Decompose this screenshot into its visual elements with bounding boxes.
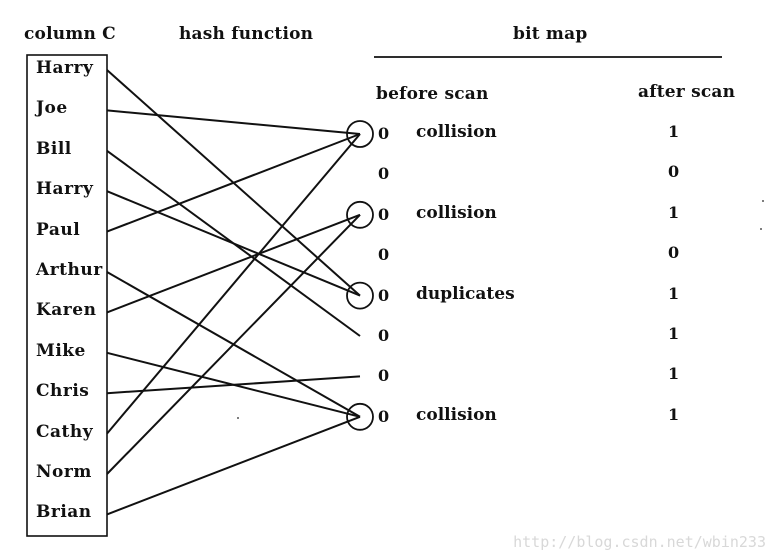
column-c-item: Cathy xyxy=(36,421,94,442)
bit-before-scan: 0 xyxy=(378,164,390,184)
slot-note: collision xyxy=(416,122,497,142)
hash-function-header: hash function xyxy=(179,24,314,44)
bit-after-scan: 1 xyxy=(668,202,680,222)
slot-circle xyxy=(346,200,374,229)
column-c-item: Harry xyxy=(36,179,94,200)
bit-before-scan: 0 xyxy=(378,204,390,224)
bit-after-scan: 1 xyxy=(668,283,680,303)
bit-before-scan: 0 xyxy=(378,124,390,143)
bit-after-scan: 1 xyxy=(668,324,680,343)
slot-note: collision xyxy=(416,404,497,425)
hash-edge xyxy=(106,213,361,314)
column-c-item: Norm xyxy=(36,462,92,482)
column-c-box xyxy=(26,54,108,537)
hash-edge xyxy=(106,190,361,297)
hash-edge xyxy=(106,415,361,516)
bit-after-scan: 0 xyxy=(668,243,680,263)
slot-circle xyxy=(346,281,374,310)
column-c-header: column C xyxy=(24,24,116,44)
bit-after-scan: 0 xyxy=(668,162,680,182)
bit-before-scan: 0 xyxy=(378,285,390,305)
slot-circle xyxy=(346,402,374,431)
hash-edges xyxy=(106,69,361,516)
bit-before-scan: 0 xyxy=(378,326,390,345)
bit-after-scan: 1 xyxy=(668,122,680,141)
column-c-item: Mike xyxy=(36,340,86,361)
column-c-item: Bill xyxy=(36,138,72,159)
before-scan-header: before scan xyxy=(376,84,489,104)
bit-before-scan: 0 xyxy=(378,366,390,386)
slot-note: collision xyxy=(416,202,497,223)
stray-dot xyxy=(762,200,764,202)
slot-circle xyxy=(346,120,374,148)
column-c-item: Brian xyxy=(36,502,92,523)
column-c-item: Chris xyxy=(36,381,90,402)
bit-after-scan: 1 xyxy=(668,364,680,384)
column-c-item: Joe xyxy=(36,98,68,119)
hash-edge xyxy=(106,375,361,395)
column-c-item: Arthur xyxy=(36,260,103,280)
bit-before-scan: 0 xyxy=(378,245,390,265)
hash-edge xyxy=(106,214,361,475)
slot-circles xyxy=(346,120,374,431)
bit-after-scan: 1 xyxy=(668,404,680,424)
column-c-item: Karen xyxy=(36,300,97,321)
hash-edge xyxy=(106,133,361,435)
hash-edge xyxy=(106,109,361,135)
column-c-item: Harry xyxy=(36,58,94,78)
bit-before-scan: 0 xyxy=(378,406,390,426)
watermark-text: http://blog.csdn.net/wbin233 xyxy=(513,533,766,551)
bitmap-header: bit map xyxy=(513,24,588,44)
stray-dot xyxy=(760,228,762,230)
stray-dot xyxy=(237,417,239,419)
after-scan-header: after scan xyxy=(638,82,736,102)
hash-edge xyxy=(106,133,361,233)
slot-note: duplicates xyxy=(416,283,515,304)
column-c-item: Paul xyxy=(36,219,81,240)
